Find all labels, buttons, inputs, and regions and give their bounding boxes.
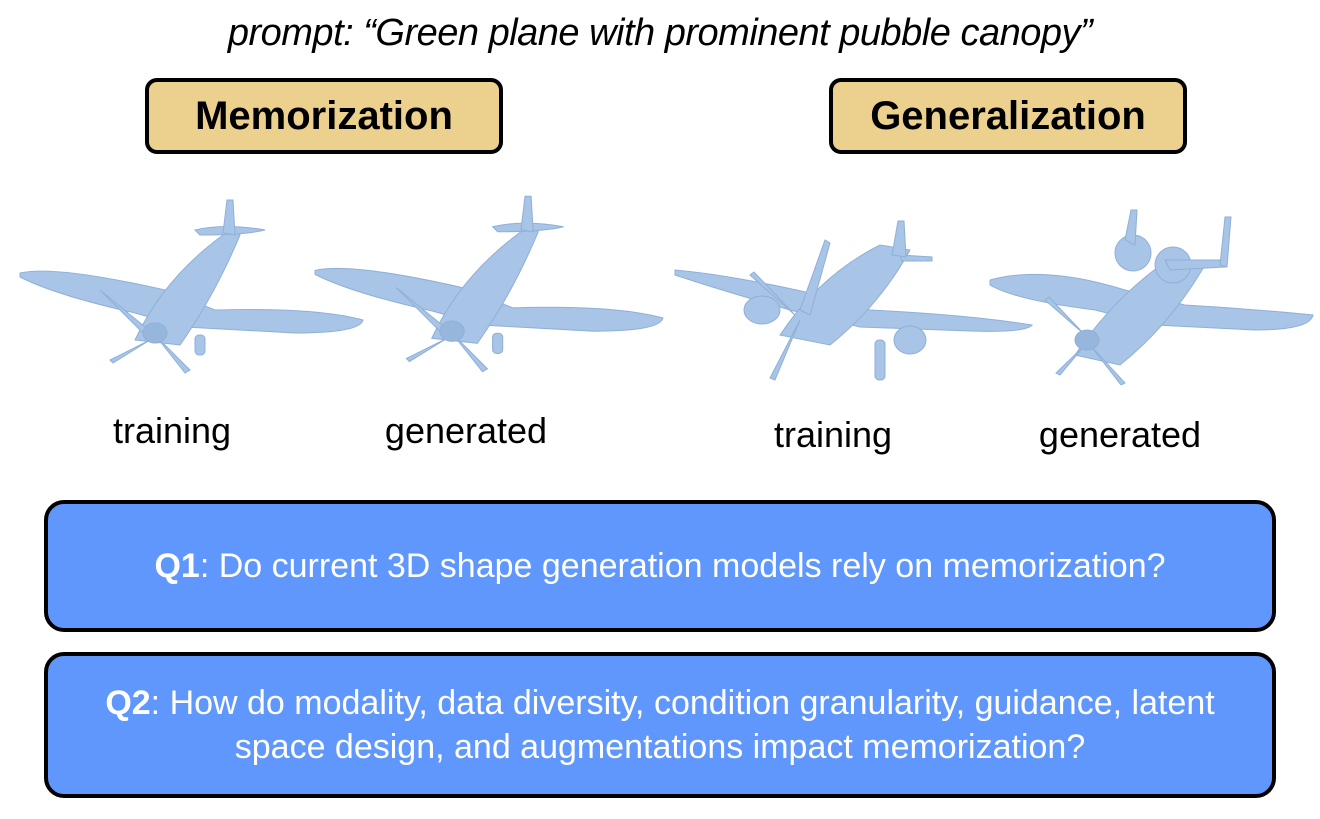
caption-gen-training: training xyxy=(773,414,893,455)
question-1-text: : Do current 3D shape generation models … xyxy=(199,546,1166,585)
question-1-box: Q1: Do current 3D shape generation model… xyxy=(44,500,1276,632)
memorization-label: Memorization xyxy=(145,78,503,154)
plane-generalization-training xyxy=(674,220,1033,381)
plane-memorization-training xyxy=(19,199,364,374)
question-2-box: Q2: How do modality, data diversity, con… xyxy=(44,652,1276,798)
caption-mem-generated: generated xyxy=(384,410,548,451)
plane-memorization-generated xyxy=(314,195,664,373)
question-2-text: : How do modality, data diversity, condi… xyxy=(150,683,1215,766)
prompt-text: prompt: “Green plane with prominent pubb… xyxy=(227,12,1093,54)
caption-mem-training: training xyxy=(112,410,232,451)
caption-gen-generated: generated xyxy=(1038,414,1202,455)
plane-generalization-generated xyxy=(989,209,1314,385)
generalization-label: Generalization xyxy=(829,78,1187,154)
question-1-id: Q1 xyxy=(154,546,200,585)
question-2-id: Q2 xyxy=(105,683,151,722)
